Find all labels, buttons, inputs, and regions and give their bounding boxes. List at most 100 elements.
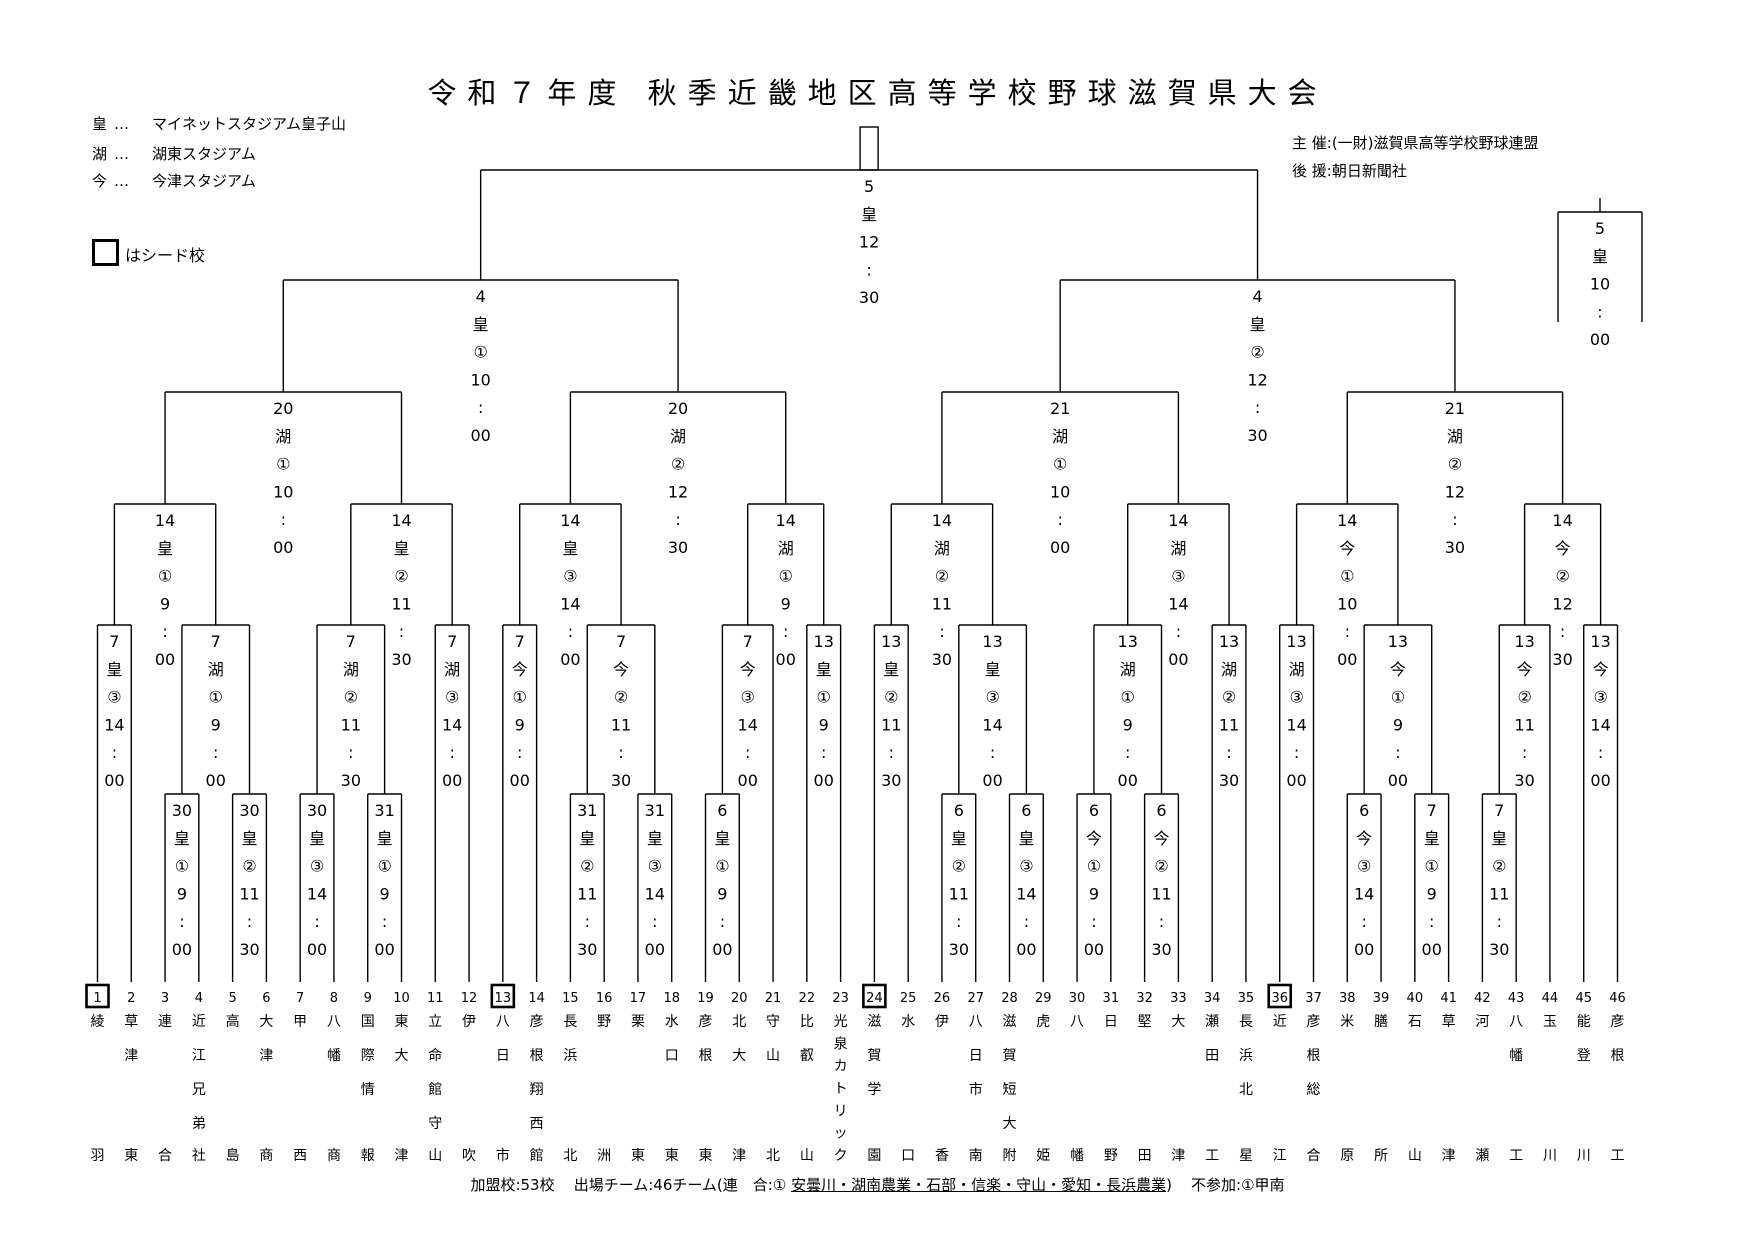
team-number: 5 (228, 991, 236, 1006)
match-schedule-label: 00 (645, 940, 665, 959)
team-name-char: 賀 (867, 1048, 881, 1064)
match-schedule-label: 9 (211, 715, 221, 734)
third-place-schedule-label: 5 (1595, 219, 1605, 238)
match-schedule-label: 13 (1590, 632, 1610, 651)
match-schedule-label: : (179, 912, 184, 931)
match-schedule-label: ① (1425, 857, 1439, 876)
team-name-char: 情 (361, 1082, 375, 1098)
match-schedule-label: 00 (470, 426, 490, 445)
match-schedule-label: 皇 (1424, 829, 1440, 848)
venue-sep: … (114, 145, 129, 163)
match-schedule-label: ① (513, 688, 527, 707)
team-name-char: 大 (395, 1048, 409, 1064)
team-number: 16 (596, 991, 613, 1006)
match-schedule-label: : (889, 743, 894, 762)
team-name-char: 比 (800, 1014, 814, 1030)
team-name-char: 際 (361, 1048, 375, 1064)
team-name-char: 工 (1611, 1148, 1625, 1164)
match-schedule-label: 10 (273, 482, 293, 501)
team-name-char: 八 (496, 1014, 510, 1030)
team-number: 30 (1069, 991, 1086, 1006)
match-schedule-label: 7 (743, 632, 753, 651)
team-name-char: 市 (496, 1147, 510, 1164)
match-schedule-label: 13 (1219, 632, 1239, 651)
match-schedule-label: 00 (104, 771, 124, 790)
match-schedule-label: 00 (206, 771, 226, 790)
match-schedule-label: : (652, 912, 657, 931)
match-schedule-label: 14 (1168, 511, 1188, 530)
match-schedule-label: 今 (1390, 660, 1406, 679)
final-schedule-label: 30 (859, 288, 879, 307)
team-name-char: 津 (259, 1048, 273, 1064)
team-name-char: 日 (1104, 1014, 1118, 1030)
match-schedule-label: 00 (738, 771, 758, 790)
match-schedule-label: 皇 (377, 829, 393, 848)
match-schedule-label: ③ (985, 688, 999, 707)
team-name-char: 彦 (699, 1014, 713, 1030)
match-schedule-label: : (720, 912, 725, 931)
match-schedule-label: ② (344, 688, 358, 707)
match-schedule-label: 11 (1514, 715, 1534, 734)
match-schedule-label: : (1395, 743, 1400, 762)
team-name-char: 国 (361, 1014, 375, 1030)
match-schedule-label: 皇 (816, 660, 832, 679)
team-name-char: 学 (867, 1082, 881, 1098)
match-schedule-label: 皇 (157, 539, 173, 558)
team-number: 8 (330, 991, 338, 1006)
team-name-char: 八 (1070, 1014, 1084, 1030)
match-schedule-label: 11 (1219, 715, 1239, 734)
match-schedule-label: 21 (1050, 399, 1070, 418)
match-schedule-label: 7 (1427, 801, 1437, 820)
match-schedule-label: 皇 (985, 660, 1001, 679)
match-schedule-label: : (585, 912, 590, 931)
team-name-char: 滋 (1003, 1014, 1017, 1030)
match-schedule-label: 11 (881, 715, 901, 734)
match-schedule-label: 30 (1151, 940, 1171, 959)
match-schedule-label: 皇 (714, 829, 730, 848)
match-schedule-label: 00 (814, 771, 834, 790)
match-schedule-label: ① (1087, 857, 1101, 876)
team-name-char: 玉 (1543, 1014, 1557, 1030)
match-schedule-label: 00 (307, 940, 327, 959)
team-name-char: 賀 (1003, 1048, 1017, 1064)
match-schedule-label: 30 (172, 801, 192, 820)
match-schedule-label: ② (1517, 688, 1531, 707)
match-schedule-label: 31 (374, 801, 394, 820)
match-schedule-label: 14 (776, 511, 796, 530)
team-name-char: 合 (1307, 1148, 1321, 1164)
team-number: 13 (495, 991, 512, 1006)
match-schedule-label: 今 (740, 660, 756, 679)
team-number: 21 (765, 991, 782, 1006)
team-name-char: 草 (124, 1014, 138, 1030)
match-schedule-label: 皇 (174, 829, 190, 848)
match-schedule-label: 11 (1151, 884, 1171, 903)
team-number: 40 (1407, 991, 1424, 1006)
match-schedule-label: : (1125, 743, 1130, 762)
team-name-char: 伊 (462, 1014, 476, 1030)
match-schedule-label: ① (175, 857, 189, 876)
match-schedule-label: 00 (712, 940, 732, 959)
match-schedule-label: 6 (1021, 801, 1031, 820)
venue-legend-item: 今…今津スタジアム (92, 170, 256, 191)
team-name-char: 能 (1577, 1014, 1591, 1030)
match-schedule-label: 9 (515, 715, 525, 734)
footer-note: 加盟校:53校 出場チーム:46チーム(連 合:① 安曇川・湖南農業・石部・信楽… (0, 1174, 1755, 1195)
match-schedule-label: 10 (1050, 482, 1070, 501)
team-name-char: 登 (1577, 1048, 1591, 1064)
team-number: 7 (296, 991, 304, 1006)
team-name-char: 八 (1509, 1014, 1523, 1030)
team-name-char: 洲 (597, 1148, 611, 1164)
team-name-char: 長 (563, 1014, 577, 1030)
match-schedule-label: 湖 (934, 539, 950, 558)
team-name-char: 根 (530, 1048, 544, 1064)
match-schedule-label: ① (1053, 455, 1067, 474)
footer-absent: 不参加:①甲南 (1191, 1176, 1285, 1194)
match-schedule-label: 14 (560, 594, 580, 613)
match-schedule-label: : (1361, 912, 1366, 931)
match-schedule-label: 14 (645, 884, 665, 903)
team-number: 19 (697, 991, 714, 1006)
sponsor-label: 後 援 (1292, 162, 1327, 180)
match-schedule-label: 9 (1427, 884, 1437, 903)
team-number: 17 (630, 991, 647, 1006)
venue-name: 今津スタジアム (152, 172, 256, 190)
